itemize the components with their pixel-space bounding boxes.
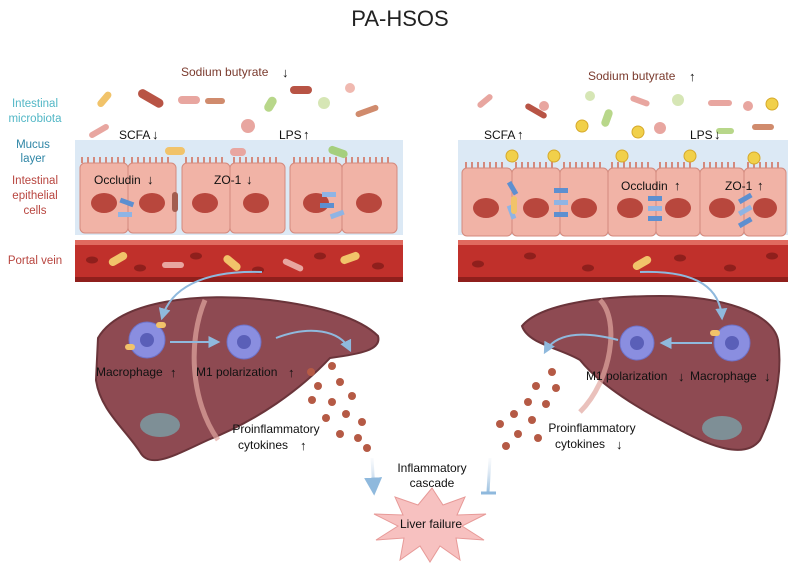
right-macrophage-1	[619, 325, 655, 361]
left-zo1-arrow: ↓	[246, 172, 253, 187]
left-lps: LPS	[279, 128, 302, 142]
right-occludin-arrow: ↑	[674, 178, 681, 193]
label-epithelial-1: Intestinal	[12, 175, 58, 187]
cascade-label-1: Inflammatory	[397, 461, 466, 475]
left-sodium-butyrate: Sodium butyrate	[181, 65, 269, 79]
left-scfa: SCFA	[119, 128, 150, 142]
left-microbiota	[89, 83, 379, 159]
left-m1-label: M1 polarization	[196, 365, 277, 379]
right-sodium-butyrate-arrow: ↑	[689, 69, 696, 84]
left-cytokines	[307, 362, 371, 452]
right-vein-contents	[472, 252, 778, 272]
label-microbiota-2: microbiota	[8, 113, 62, 125]
right-lps-arrow: ↓	[714, 127, 721, 142]
side-labels: Intestinal microbiota Mucus layer Intest…	[8, 98, 62, 267]
left-macrophage-1	[125, 321, 166, 359]
right-zo1-arrow: ↑	[757, 178, 764, 193]
right-m1-label: M1 polarization	[586, 369, 667, 383]
right-zo1: ZO-1	[725, 179, 753, 193]
label-microbiota-1: Intestinal	[12, 98, 58, 110]
label-portal-vein: Portal vein	[8, 255, 62, 267]
title: PA-HSOS	[351, 6, 448, 31]
right-occludin: Occludin	[621, 179, 668, 193]
left-occludin: Occludin	[94, 173, 141, 187]
left-macrophage-2	[226, 324, 262, 360]
left-intestine-panel: Sodium butyrate ↓ SCFA ↓ LPS ↑ Occludin …	[75, 65, 403, 282]
left-lps-arrow: ↑	[303, 127, 310, 142]
left-epithelial-row	[79, 157, 398, 234]
left-cytokine-release-arrow	[275, 329, 352, 353]
left-macrophage-arrow: ↑	[170, 365, 177, 380]
right-microbiota	[477, 91, 779, 165]
left-cascade-arrow	[364, 457, 383, 496]
right-m1-arrow: ↓	[678, 369, 685, 384]
right-scfa-arrow: ↑	[517, 127, 524, 142]
right-macrophage-arrow: ↓	[764, 369, 771, 384]
left-cytokines-label-1: Proinflammatory	[232, 422, 319, 436]
left-cytokines-arrow: ↑	[300, 438, 307, 453]
liver-failure-burst	[373, 487, 487, 563]
liver-failure-label: Liver failure	[400, 517, 462, 531]
left-liver	[94, 296, 380, 462]
label-mucus-2: layer	[21, 153, 46, 165]
left-scfa-arrow: ↓	[152, 127, 159, 142]
right-epithelial-row	[461, 162, 787, 237]
left-gallbladder	[140, 413, 180, 437]
right-sodium-butyrate: Sodium butyrate	[588, 69, 676, 83]
right-macrophage-label: Macrophage	[690, 369, 757, 383]
left-m1-arrow: ↑	[288, 365, 295, 380]
cascade-label-2: cascade	[410, 476, 455, 490]
right-gallbladder	[702, 416, 742, 440]
left-macrophage-label: Macrophage	[96, 365, 163, 379]
left-zo1: ZO-1	[214, 173, 242, 187]
left-cytokines-label-2: cytokines	[238, 438, 288, 452]
right-cytokine-release-arrow	[543, 333, 619, 355]
label-mucus-1: Mucus	[16, 139, 50, 151]
right-macrophage-2	[710, 324, 751, 362]
label-epithelial-3: cells	[23, 205, 46, 217]
right-scfa: SCFA	[484, 128, 515, 142]
left-sodium-butyrate-arrow: ↓	[282, 65, 289, 80]
left-vein-to-liver-arrow	[158, 270, 263, 321]
left-occludin-arrow: ↓	[147, 172, 154, 187]
right-lps: LPS	[690, 128, 713, 142]
right-cascade-inhibition	[486, 457, 492, 493]
right-cytokines	[496, 368, 560, 450]
left-portal-vein	[75, 240, 403, 282]
right-cytokines-label-2: cytokines	[555, 437, 605, 451]
right-portal-vein	[458, 240, 788, 282]
right-vein-to-liver-arrow	[639, 270, 728, 321]
right-cytokines-arrow: ↓	[616, 437, 623, 452]
right-cytokines-label-1: Proinflammatory	[548, 421, 635, 435]
right-intestine-panel: Sodium butyrate ↑ SCFA ↑ LPS ↓ Occludin …	[458, 69, 788, 282]
label-epithelial-2: epithelial	[12, 190, 57, 202]
